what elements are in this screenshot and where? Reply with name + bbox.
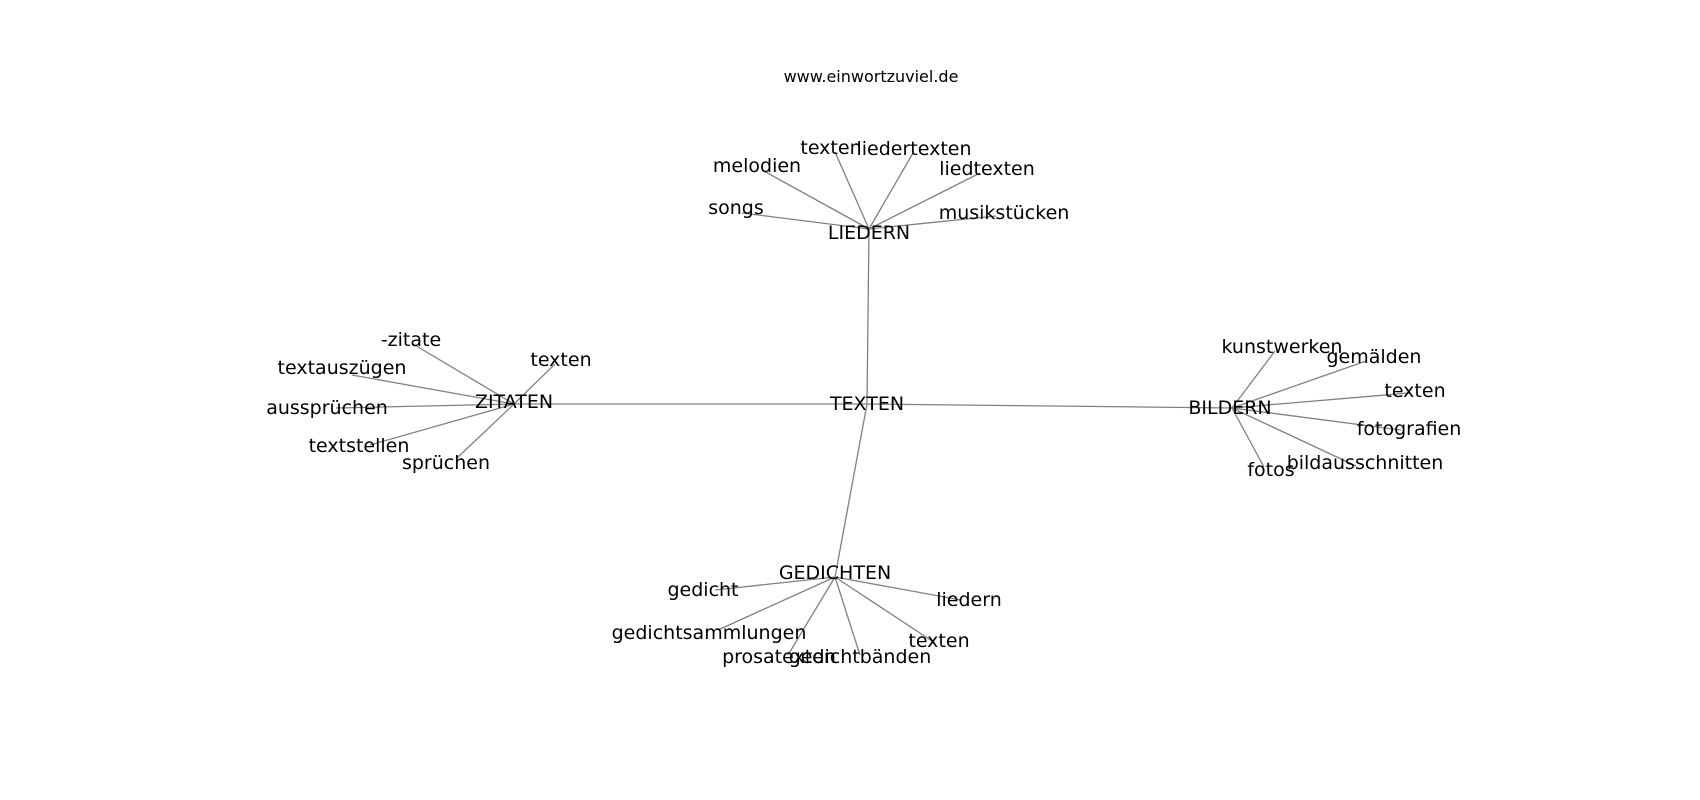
node-leaf-liedern: songs (708, 197, 764, 219)
edge-zitaten-leaf (369, 403, 515, 446)
node-hub-liedern: LIEDERN (828, 222, 910, 244)
node-leaf-gedichten: gedichtsammlungen (612, 622, 807, 644)
node-leaf-liedern: melodien (713, 155, 801, 177)
node-hub-gedichten: GEDICHTEN (779, 562, 891, 584)
node-leaf-liedern: texten (800, 137, 861, 159)
node-leaf-zitaten: textauszügen (278, 357, 407, 379)
edge-bildern-leaf (1231, 360, 1367, 409)
edge-center-gedichten (834, 403, 868, 578)
edge-bildern-leaf (1231, 407, 1357, 467)
node-center: TEXTEN (829, 393, 904, 415)
node-leaf-bildern: texten (1384, 380, 1445, 402)
node-hub-zitaten: ZITATEN (475, 391, 553, 413)
edge-gedichten-leaf (787, 576, 836, 656)
node-leaf-zitaten: textstellen (309, 435, 410, 457)
node-leaf-liedern: musikstücken (939, 202, 1070, 224)
edge-liedern-leaf (868, 215, 997, 230)
edge-gedichten-leaf (717, 576, 836, 631)
edge-liedern-leaf (868, 172, 981, 230)
edge-bildern-leaf (1231, 350, 1276, 409)
edge-liedern-leaf (868, 152, 914, 230)
node-hub-bildern: BILDERN (1188, 397, 1271, 419)
node-leaf-bildern: gemälden (1327, 346, 1422, 368)
edge-center-bildern (866, 403, 1233, 409)
node-leaf-zitaten: -zitate (381, 329, 441, 351)
graph-edges (335, 151, 1410, 656)
node-leaf-zitaten: texten (530, 349, 591, 371)
node-leaf-gedichten: gedichtbänden (789, 646, 932, 668)
node-leaf-gedichten: texten (908, 630, 969, 652)
edge-liedern-leaf (761, 169, 870, 230)
node-leaf-zitaten: aussprüchen (266, 397, 388, 419)
edge-zitaten-leaf (456, 403, 515, 459)
edge-gedichten-leaf (834, 576, 936, 644)
edge-zitaten-leaf (412, 343, 515, 405)
node-leaf-bildern: bildausschnitten (1287, 452, 1444, 474)
node-leaf-liedern: liedertexten (856, 138, 971, 160)
edge-zitaten-leaf (335, 403, 515, 409)
node-leaf-bildern: kunstwerken (1222, 336, 1343, 358)
edge-liedern-leaf (834, 151, 870, 230)
edge-zitaten-leaf (351, 374, 515, 405)
edge-bildern-leaf (1231, 407, 1265, 468)
node-leaf-bildern: fotos (1247, 459, 1294, 481)
node-leaf-zitaten: sprüchen (402, 452, 490, 474)
edge-gedichten-leaf (834, 576, 861, 656)
edge-gedichten-leaf (834, 576, 962, 601)
edge-bildern-leaf (1231, 392, 1410, 409)
node-leaf-bildern: fotografien (1357, 418, 1462, 440)
edge-liedern-leaf (741, 212, 870, 230)
edge-bildern-leaf (1231, 407, 1402, 431)
node-leaf-gedichten: gedicht (667, 579, 738, 601)
node-leaf-gedichten: liedern (936, 589, 1002, 611)
edge-zitaten-leaf (513, 363, 556, 405)
edge-center-liedern (866, 228, 870, 405)
graph-labels: www.einwortzuviel.de TEXTEN LIEDERN texten… (266, 67, 1461, 668)
node-leaf-gedichten: prosatexten (722, 646, 836, 668)
site-label: www.einwortzuviel.de (784, 67, 959, 86)
edge-gedichten-leaf (714, 576, 836, 591)
node-leaf-liedern: liedtexten (939, 158, 1035, 180)
